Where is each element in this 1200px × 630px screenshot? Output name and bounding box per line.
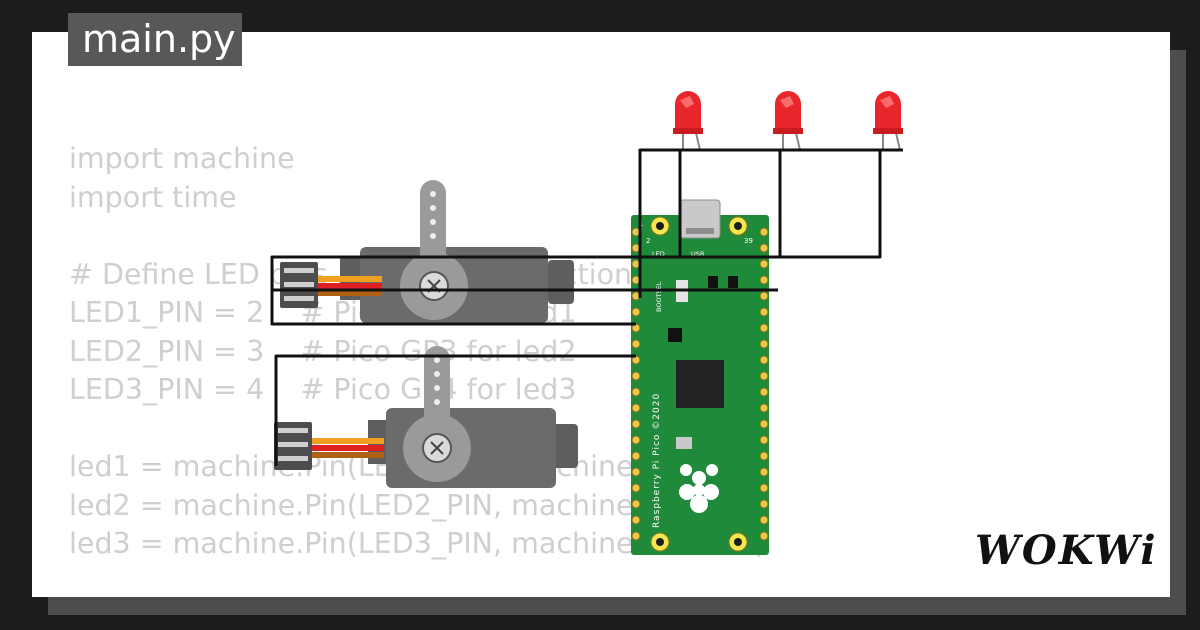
pin-label-39: 39 xyxy=(744,237,753,245)
wokwi-logo: WOKWi xyxy=(975,527,1158,574)
servo-1[interactable] xyxy=(280,180,574,323)
pico-board[interactable]: 1 2 39 LED USB BOOTSEL Raspberry Pi Pico… xyxy=(631,199,769,555)
led-label: LED xyxy=(652,250,665,258)
raspberry-pi-logo-icon xyxy=(679,464,719,513)
led-3[interactable] xyxy=(873,91,903,151)
led-2[interactable] xyxy=(773,91,803,151)
code-line: LED3_PIN = 4 # Pico GP4 for led3 xyxy=(69,373,577,406)
pin-label-2: 2 xyxy=(646,237,650,245)
board-silkscreen: Raspberry Pi Pico ©2020 xyxy=(652,393,662,528)
servo-2[interactable] xyxy=(274,346,578,488)
wires xyxy=(270,148,903,466)
led-1[interactable] xyxy=(673,91,703,151)
usb-label: USB xyxy=(691,250,704,258)
code-line: import time xyxy=(69,180,237,214)
file-tab[interactable]: main.py xyxy=(68,13,242,66)
code-line: import machine xyxy=(69,142,295,175)
bootsel-label: BOOTSEL xyxy=(655,281,663,312)
